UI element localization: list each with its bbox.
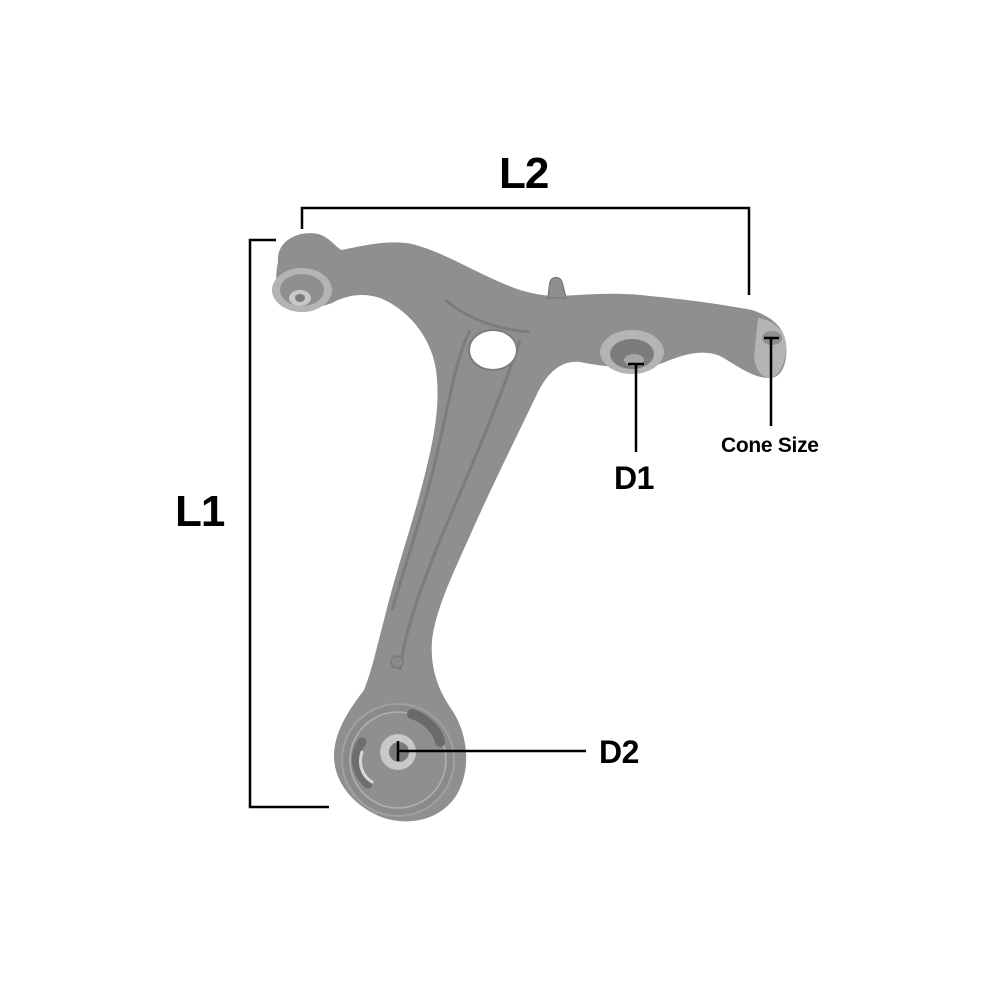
d1-bushing — [600, 330, 664, 374]
d1-label: D1 — [614, 460, 654, 496]
rear-bushing — [272, 268, 332, 312]
top-stud — [547, 276, 567, 299]
cone-size-label: Cone Size — [721, 434, 819, 457]
dimension-lines — [248, 206, 779, 809]
l1-bracket — [248, 238, 329, 809]
l1-label: L1 — [175, 487, 225, 536]
arm-rib — [390, 298, 531, 671]
control-arm-part — [272, 233, 787, 822]
arm-bolt-mark — [390, 655, 404, 669]
l2-bracket — [300, 206, 751, 295]
l2-label: L2 — [499, 149, 549, 198]
control-arm-body — [276, 233, 787, 822]
d2-label: D2 — [599, 734, 639, 770]
lightening-hole — [468, 329, 518, 371]
